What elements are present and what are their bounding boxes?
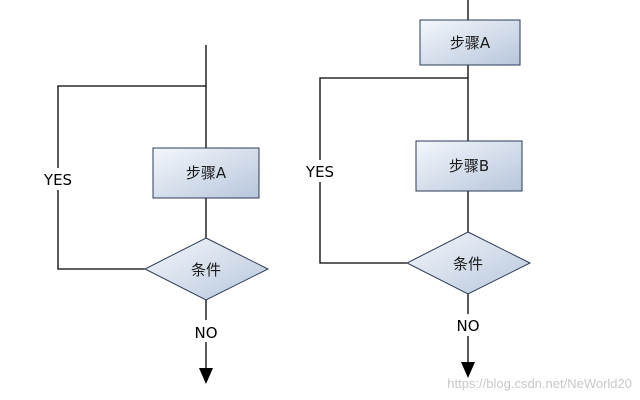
- right-condition-label: 条件: [453, 255, 483, 273]
- left-arrowhead: [199, 368, 213, 384]
- right-arrowhead: [461, 362, 475, 378]
- left-condition-diamond: [143, 237, 270, 301]
- right-step-a-box: [419, 19, 521, 66]
- right-flowchart: YES 步骤A 步骤B 条件 NO: [298, 0, 532, 378]
- right-condition-diamond: [405, 231, 532, 295]
- left-step-a-label: 步骤A: [186, 164, 227, 182]
- left-no-label: NO: [194, 324, 217, 342]
- right-no-label: NO: [456, 317, 479, 335]
- right-yes-label: YES: [305, 163, 334, 181]
- left-step-a-box: [152, 147, 260, 199]
- left-flowchart: YES 步骤A 条件 NO: [36, 45, 270, 384]
- left-yes-bg: [36, 168, 80, 190]
- left-yes-label: YES: [43, 171, 72, 189]
- watermark-text: https://blog.csdn.net/NeWorld20: [447, 376, 632, 391]
- right-yes-bg: [298, 160, 342, 182]
- left-condition-label: 条件: [191, 261, 221, 279]
- right-step-b-box: [415, 140, 523, 192]
- right-step-b-label: 步骤B: [449, 157, 489, 175]
- right-step-a-label: 步骤A: [450, 34, 491, 52]
